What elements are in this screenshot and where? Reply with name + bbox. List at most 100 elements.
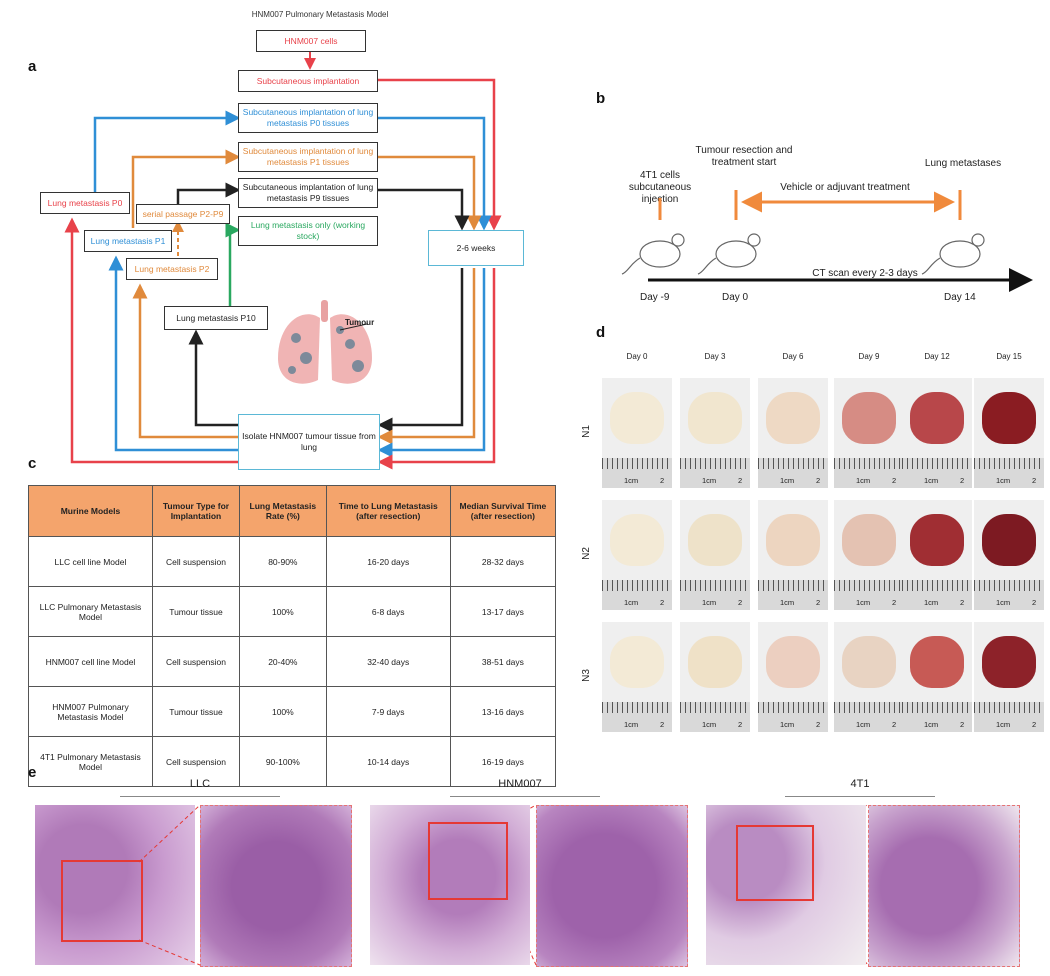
day-14-label: Day 14 bbox=[944, 292, 976, 303]
ruler-cm-label: 1cm bbox=[624, 598, 639, 607]
table-row: LLC cell line Model Cell suspension 80-9… bbox=[28, 536, 557, 587]
section-title-4t1: 4T1 bbox=[850, 778, 870, 790]
ruler-ticks bbox=[902, 702, 972, 713]
histology-hnm007-overview bbox=[370, 805, 530, 965]
ruler-2-label: 2 bbox=[660, 720, 665, 729]
ruler-cm-label: 1cm bbox=[996, 598, 1011, 607]
table-cell: 100% bbox=[239, 586, 327, 637]
ruler-cm-label: 1cm bbox=[924, 720, 939, 729]
lung-specimen bbox=[610, 392, 664, 444]
panel-b-label: b bbox=[596, 90, 606, 107]
header-cell: Murine Models bbox=[28, 485, 153, 537]
ruler-2-label: 2 bbox=[960, 598, 965, 607]
histology-4t1-zoom bbox=[868, 805, 1020, 967]
flowchart-arrows bbox=[64, 52, 502, 470]
lung-photo: 1cm 2 bbox=[602, 622, 672, 732]
lung-specimen bbox=[766, 514, 820, 566]
ruler-ticks bbox=[902, 580, 972, 591]
box-subcut-p1: Subcutaneous implantation of lung metast… bbox=[238, 142, 378, 172]
day-label: Day 3 bbox=[704, 352, 726, 361]
table-cell: Cell suspension bbox=[151, 536, 241, 587]
histology-4t1-overview bbox=[706, 805, 866, 965]
section-title-hnm007: HNM007 bbox=[498, 778, 542, 790]
section-underline bbox=[120, 796, 280, 797]
ruler-cm-label: 1cm bbox=[624, 720, 639, 729]
ruler-ticks bbox=[758, 580, 828, 591]
day-0-label: Day 0 bbox=[722, 292, 749, 303]
ct-scan-label: CT scan every 2-3 days bbox=[812, 268, 918, 279]
ruler-ticks bbox=[680, 702, 750, 713]
lung-specimen bbox=[766, 392, 820, 444]
lung-specimen bbox=[910, 636, 964, 688]
table-cell: 10-14 days bbox=[325, 736, 451, 787]
ruler-ticks bbox=[974, 458, 1044, 469]
ruler: 1cm 2 bbox=[758, 458, 828, 488]
panel-d-label: d bbox=[596, 324, 606, 341]
ruler-2-label: 2 bbox=[738, 720, 743, 729]
ruler-2-label: 2 bbox=[738, 476, 743, 485]
box-weeks: 2-6 weeks bbox=[428, 230, 524, 266]
header-cell: Tumour Type for Implantation bbox=[151, 485, 241, 537]
box-isolate: Isolate HNM007 tumour tissue from lung bbox=[238, 414, 380, 470]
table-header-row: Murine Models Tumour Type for Implantati… bbox=[28, 485, 557, 537]
table-cell: 28-32 days bbox=[449, 536, 557, 587]
ruler-2-label: 2 bbox=[892, 720, 897, 729]
ruler-2-label: 2 bbox=[816, 476, 821, 485]
lungs-illustration bbox=[278, 300, 372, 384]
tumour-label: Tumour bbox=[345, 318, 375, 327]
ruler-cm-label: 1cm bbox=[856, 598, 871, 607]
ruler-2-label: 2 bbox=[960, 476, 965, 485]
lung-specimen bbox=[688, 392, 742, 444]
treatment-label: Vehicle or adjuvant treatment bbox=[780, 182, 910, 193]
lung-photo: 1cm 2 bbox=[974, 500, 1044, 610]
box-lung-met-p1: Lung metastasis P1 bbox=[84, 230, 172, 252]
panel-a-label: a bbox=[28, 58, 37, 75]
ruler-ticks bbox=[834, 458, 904, 469]
box-hnm007-cells: HNM007 cells bbox=[256, 30, 366, 52]
section-title-llc: LLC bbox=[189, 778, 211, 790]
lung-specimen bbox=[982, 514, 1036, 566]
ruler-cm-label: 1cm bbox=[780, 476, 795, 485]
table-cell: 7-9 days bbox=[325, 686, 451, 737]
histology-llc-zoom bbox=[200, 805, 352, 967]
lung-specimen bbox=[982, 636, 1036, 688]
lung-specimen bbox=[910, 392, 964, 444]
box-lung-met-p2: Lung metastasis P2 bbox=[126, 258, 218, 280]
ruler-ticks bbox=[974, 580, 1044, 591]
ruler-ticks bbox=[902, 458, 972, 469]
models-table: Murine Models Tumour Type for Implantati… bbox=[28, 485, 557, 787]
panel-e-label: e bbox=[28, 764, 37, 781]
lung-photo: 1cm 2 bbox=[902, 622, 972, 732]
ruler-2-label: 2 bbox=[960, 720, 965, 729]
ruler-2-label: 2 bbox=[660, 476, 665, 485]
zoom-region-box bbox=[61, 860, 143, 942]
table-cell: 16-19 days bbox=[449, 736, 557, 787]
table-cell: 100% bbox=[239, 686, 327, 737]
day-m9-label: Day -9 bbox=[640, 292, 670, 303]
ruler-cm-label: 1cm bbox=[780, 598, 795, 607]
ruler: 1cm 2 bbox=[974, 580, 1044, 610]
table-cell: 13-17 days bbox=[449, 586, 557, 637]
table-cell: 20-40% bbox=[239, 636, 327, 687]
panel-c-label: c bbox=[28, 455, 37, 472]
table-cell: LLC cell line Model bbox=[28, 536, 153, 587]
table-cell: Cell suspension bbox=[151, 636, 241, 687]
ruler-2-label: 2 bbox=[1032, 598, 1037, 607]
table-cell: HNM007 cell line Model bbox=[28, 636, 153, 687]
